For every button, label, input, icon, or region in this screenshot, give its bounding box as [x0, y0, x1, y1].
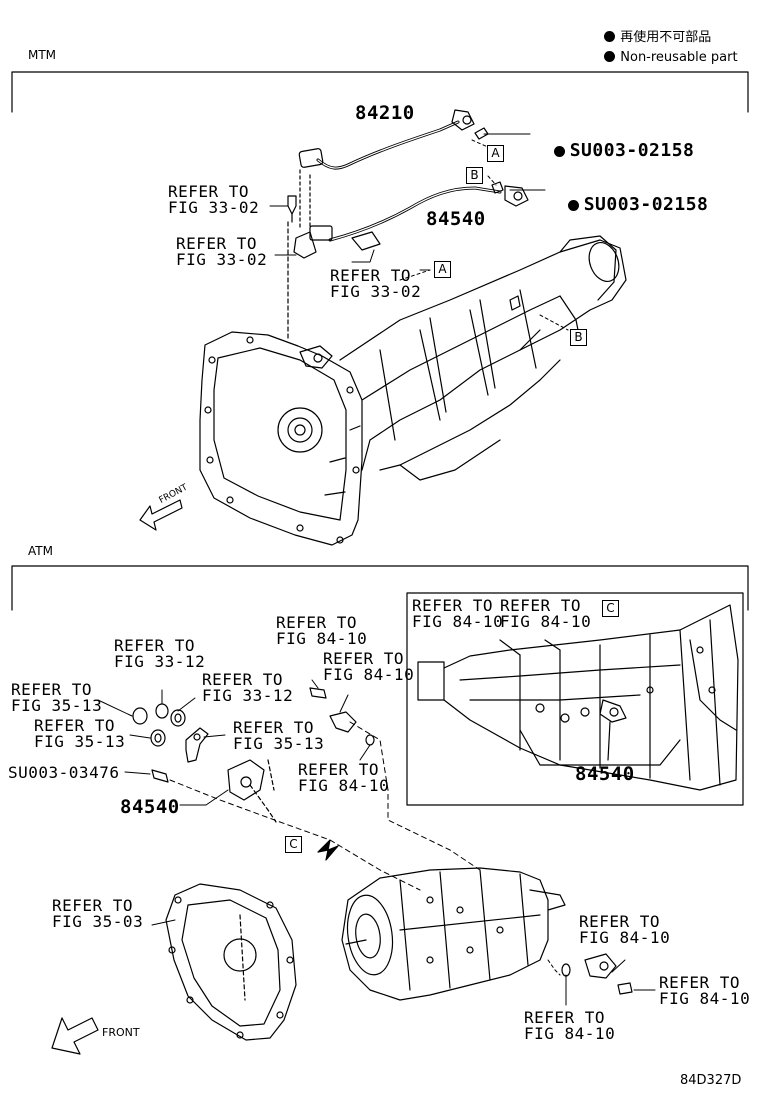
refer-line: REFER TO: [298, 760, 380, 779]
refer-label-35-03[interactable]: REFER TO FIG 35-03: [52, 898, 143, 930]
refer-label-33-12-b[interactable]: REFER TO FIG 33-12: [202, 672, 293, 704]
section-label-mtm: MTM: [28, 48, 57, 62]
view-arrow-c: [317, 839, 339, 861]
non-reusable-dot-icon: [604, 31, 616, 42]
fig-line: FIG 33-02: [168, 198, 260, 217]
refer-label-bolt[interactable]: REFER TO FIG 33-02: [168, 184, 259, 216]
fig-line: FIG 84-10: [276, 629, 368, 648]
refer-line: REFER TO: [524, 1008, 606, 1027]
refer-line: REFER TO: [233, 718, 315, 737]
refer-line: REFER TO: [330, 266, 412, 285]
refer-line: REFER TO: [168, 182, 250, 201]
tag-a-transmission: A: [434, 261, 451, 278]
inset-refer-label-left[interactable]: REFER TO FIG 84-10: [412, 598, 503, 630]
part-number-84540-atm[interactable]: 84540: [120, 796, 180, 818]
fig-line: FIG 33-02: [330, 282, 422, 301]
fig-line: FIG 84-10: [500, 612, 592, 631]
refer-label-84-10-r1[interactable]: REFER TO FIG 84-10: [579, 914, 670, 946]
manual-transmission: [199, 235, 627, 546]
refer-label-84-10-c[interactable]: REFER TO FIG 84-10: [298, 762, 389, 794]
fig-line: FIG 33-12: [114, 652, 206, 671]
refer-label-84-10-b[interactable]: REFER TO FIG 84-10: [323, 651, 414, 683]
refer-label-35-13-c[interactable]: REFER TO FIG 35-13: [233, 720, 324, 752]
atm-section-bracket: [11, 565, 749, 611]
legend-english: Non-reusable part: [596, 38, 738, 64]
atm-right-sensor-parts: [561, 953, 633, 995]
fig-line: FIG 33-12: [202, 686, 294, 705]
clip-part-b-number: SU003-02158: [583, 194, 709, 215]
non-reusable-dot-icon: [553, 146, 565, 157]
inset-automatic-transmission: [417, 604, 739, 791]
atm-leader-lines: [97, 679, 656, 1006]
refer-line: REFER TO: [176, 234, 258, 253]
automatic-transmission: [341, 867, 566, 1001]
refer-label-84-10-r2[interactable]: REFER TO FIG 84-10: [659, 975, 750, 1007]
refer-line: REFER TO: [11, 680, 93, 699]
refer-label-35-13-a[interactable]: REFER TO FIG 35-13: [11, 682, 102, 714]
refer-line: REFER TO: [412, 596, 494, 615]
mtm-front-arrow: [139, 499, 183, 531]
front-label-atm: FRONT: [102, 1026, 140, 1039]
mtm-section-bracket: [11, 71, 749, 113]
legend-japanese: 再使用不可部品: [596, 18, 711, 44]
non-reusable-dot-icon: [567, 200, 579, 211]
refer-line: REFER TO: [500, 596, 582, 615]
refer-label-bracket[interactable]: REFER TO FIG 33-02: [176, 236, 267, 268]
refer-line: REFER TO: [52, 896, 134, 915]
legend-japanese-text: 再使用不可部品: [620, 30, 712, 45]
refer-line: REFER TO: [202, 670, 284, 689]
refer-line: REFER TO: [34, 716, 116, 735]
fig-line: FIG 84-10: [579, 928, 671, 947]
fig-line: FIG 35-03: [52, 912, 144, 931]
fig-line: FIG 84-10: [412, 612, 504, 631]
clip-part-a[interactable]: SU003-02158: [531, 124, 694, 160]
clip-part-a-number: SU003-02158: [569, 140, 695, 161]
tag-a-connector: A: [487, 145, 504, 162]
inset-part-number-84540[interactable]: 84540: [575, 763, 635, 785]
inset-refer-label-right[interactable]: REFER TO FIG 84-10: [500, 598, 591, 630]
part-number-84210[interactable]: 84210: [355, 102, 415, 124]
fig-line: FIG 84-10: [659, 989, 751, 1008]
bolt-part-number[interactable]: SU003-03476: [8, 763, 120, 782]
fig-line: FIG 33-02: [176, 250, 268, 269]
fig-line: FIG 35-13: [34, 732, 126, 751]
clip-part-b[interactable]: SU003-02158: [545, 178, 708, 214]
refer-label-35-13-b[interactable]: REFER TO FIG 35-13: [34, 718, 125, 750]
atm-front-arrow: [51, 1017, 99, 1055]
part-number-84540-mtm[interactable]: 84540: [426, 208, 486, 230]
refer-label-clamp[interactable]: REFER TO FIG 33-02: [330, 268, 421, 300]
tag-b-connector: B: [466, 167, 483, 184]
section-label-atm: ATM: [28, 544, 53, 558]
inset-tag-c: C: [602, 600, 619, 617]
refer-line: REFER TO: [114, 636, 196, 655]
refer-label-84-10-a[interactable]: REFER TO FIG 84-10: [276, 615, 367, 647]
refer-line: REFER TO: [659, 973, 741, 992]
figure-code: 84D327D: [680, 1073, 742, 1088]
fig-line: FIG 84-10: [524, 1024, 616, 1043]
harness-84210: [298, 109, 489, 170]
non-reusable-dot-icon: [604, 51, 616, 62]
refer-label-33-12-a[interactable]: REFER TO FIG 33-12: [114, 638, 205, 670]
fig-line: FIG 35-13: [11, 696, 103, 715]
fig-line: FIG 84-10: [298, 776, 390, 795]
fig-line: FIG 35-13: [233, 734, 325, 753]
atm-bell-housing: [165, 883, 297, 1041]
mtm-bracket-parts: [287, 169, 381, 341]
refer-line: REFER TO: [276, 613, 358, 632]
atm-small-parts: [132, 687, 375, 823]
harness-84540: [328, 181, 529, 242]
legend-english-text: Non-reusable part: [620, 50, 738, 65]
tag-b-transmission: B: [570, 329, 587, 346]
tag-c-view: C: [285, 836, 302, 853]
atm-inset-frame: [406, 592, 744, 806]
refer-label-84-10-r3[interactable]: REFER TO FIG 84-10: [524, 1010, 615, 1042]
refer-line: REFER TO: [323, 649, 405, 668]
refer-line: REFER TO: [579, 912, 661, 931]
fig-line: FIG 84-10: [323, 665, 415, 684]
